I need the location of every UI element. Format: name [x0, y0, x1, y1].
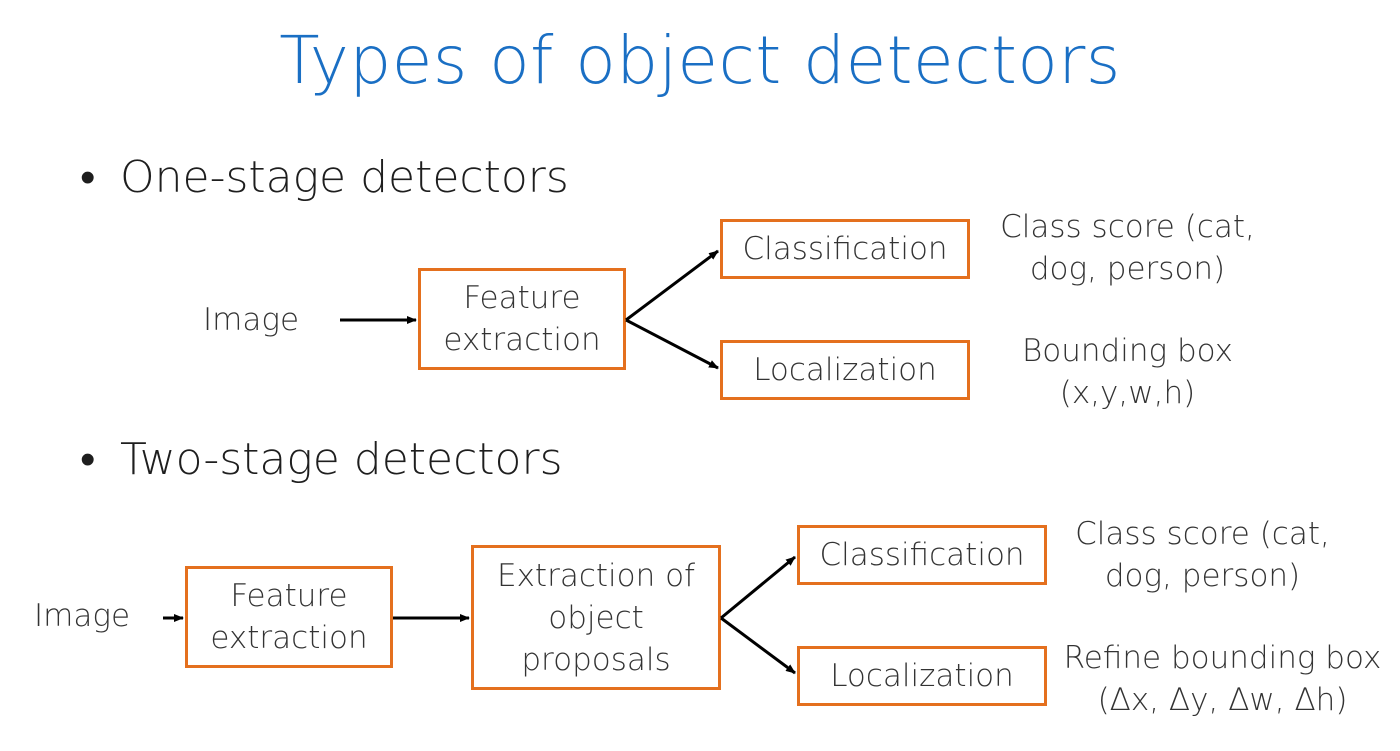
one-stage-input-label: Image — [203, 302, 300, 338]
one-stage-feature-extraction-box: Feature extraction — [418, 268, 626, 370]
one-stage-feature-to-class-arrow — [625, 249, 719, 322]
bullet-dot: • — [80, 434, 96, 485]
two-stage-localization-box: Localization — [797, 646, 1047, 706]
one-stage-localization-box: Localization — [720, 340, 970, 400]
one-stage-class-output: Class score (cat, dog, person) — [1000, 209, 1255, 287]
bullet-dot: • — [80, 152, 96, 203]
two-stage-heading: Two-stage detectors — [120, 434, 563, 485]
one-stage-feature-to-loc-arrow — [625, 318, 719, 370]
two-stage-refine-output: Refine bounding box (∆x, ∆y, ∆w, ∆h) — [1063, 640, 1382, 718]
one-stage-heading: One-stage detectors — [120, 152, 569, 203]
two-stage-proposal-box: Extraction of object proposals — [471, 545, 721, 690]
two-stage-classification-box: Classification — [797, 525, 1047, 585]
one-stage-classification-box: Classification — [720, 219, 970, 279]
two-stage-proposal-to-loc-arrow — [720, 616, 796, 675]
two-stage-feature-extraction-box: Feature extraction — [185, 566, 393, 668]
two-stage-input-label: Image — [34, 598, 131, 634]
one-stage-bbox-output: Bounding box (x,y,w,h) — [1022, 333, 1233, 411]
bullet-two-stage: • Two-stage detectors — [80, 434, 563, 485]
two-stage-class-output: Class score (cat, dog, person) — [1075, 516, 1330, 594]
bullet-one-stage: • One-stage detectors — [80, 152, 569, 203]
page-title: Types of object detectors — [279, 22, 1121, 99]
two-stage-proposal-to-class-arrow — [720, 555, 796, 620]
